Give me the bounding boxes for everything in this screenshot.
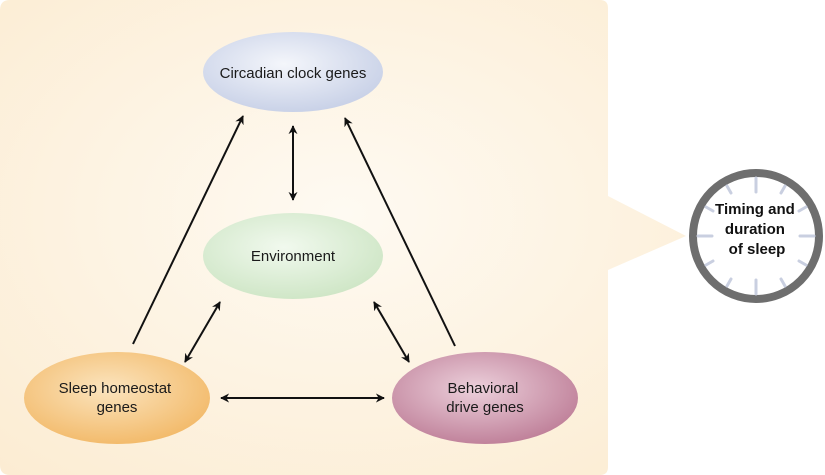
outcome-label-line: of sleep	[729, 241, 786, 258]
arrow-behavioral-to-circadian	[344, 117, 456, 347]
arrow-environment-homeostat	[184, 301, 221, 363]
clock-icon: Timing and duration of sleep	[689, 169, 823, 303]
outcome-label: Timing and duration of sleep	[715, 201, 799, 258]
outcome-label-line: duration	[725, 221, 785, 238]
node-sleep-homeostat-genes: Sleep homeostat genes	[24, 352, 210, 444]
outcome-label-line: Timing and	[715, 201, 795, 218]
node-label-line: drive genes	[446, 399, 524, 416]
node-label-line: Environment	[251, 248, 336, 265]
svg-text:Circadian clock genes: Circadian clock genes	[220, 65, 367, 82]
node-behavioral-drive-genes: Behavioral drive genes	[392, 352, 578, 444]
node-circadian-clock-genes: Circadian clock genes	[203, 32, 383, 112]
node-label-line: genes	[97, 399, 138, 416]
arrow-environment-behavioral	[373, 301, 410, 363]
arrows	[132, 115, 456, 403]
node-label-line: Behavioral	[447, 380, 518, 397]
arrow-homeostat-to-circadian	[132, 115, 244, 345]
svg-text:Sleep homeostat genes: Sleep homeostat genes	[59, 380, 176, 416]
node-label-line: Sleep homeostat	[59, 380, 172, 397]
svg-text:Behavioral drive genes: Behavioral drive genes	[446, 380, 524, 416]
node-environment: Environment	[203, 213, 383, 299]
clock-tick-marks	[696, 176, 816, 296]
svg-text:Environment: Environment	[251, 248, 336, 265]
node-label-line: Circadian clock genes	[220, 65, 367, 82]
